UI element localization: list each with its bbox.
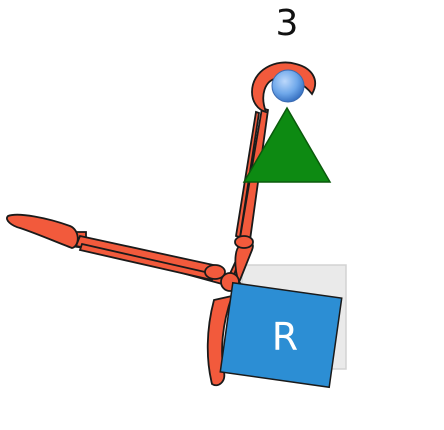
- ball-marker: [272, 70, 304, 102]
- block-label: R: [265, 318, 305, 356]
- foot-extended: [7, 215, 78, 248]
- extended-leg: [7, 215, 228, 284]
